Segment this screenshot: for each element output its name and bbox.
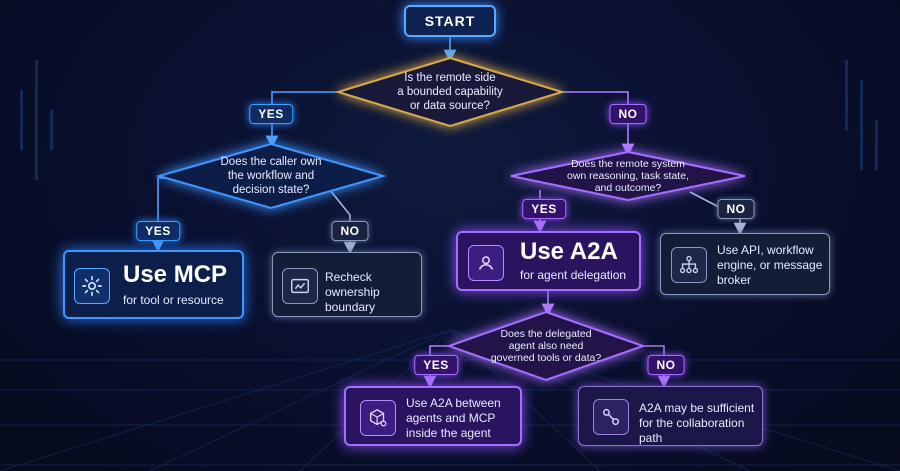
edge-root-yes	[265, 91, 340, 149]
decision-caller-line-3: decision state?	[232, 184, 310, 196]
api-line-1: Use API, workflow	[717, 243, 814, 257]
map-icon	[282, 268, 318, 304]
decision-root-line-2: a bounded capability	[397, 86, 503, 98]
api-line-3: broker	[717, 273, 752, 287]
decision-caller-line-2: the workflow and	[227, 170, 315, 182]
outcome-a2a-sufficient: A2A may be sufficient for the collaborat…	[578, 386, 763, 446]
decision-remote-line-1: Does the remote system	[571, 158, 685, 170]
a2a-title: Use A2A	[520, 238, 618, 265]
branch-root-yes: YES	[249, 104, 293, 124]
decision-remote-line-3: and outcome?	[594, 182, 662, 194]
recheck-line-1: Recheck ownership	[325, 270, 380, 299]
decision-root-line-1: Is the remote side	[404, 72, 496, 84]
decision-root-label: Is the remote side a bounded capability …	[397, 71, 503, 113]
decision-remote-line-2: own reasoning, task state,	[567, 170, 689, 182]
decision-root-line-3: or data source?	[410, 100, 490, 112]
branch-remote-yes: YES	[522, 199, 566, 219]
both-line-3: inside the agent	[406, 426, 491, 440]
decision-caller-shape	[155, 142, 387, 210]
decision-delegated-line-3: governed tools or data?	[490, 352, 602, 364]
decision-delegated-line-1: Does the delegated	[500, 328, 592, 340]
decision-delegated-line-2: agent also need	[508, 340, 584, 352]
branch-delegated-yes: YES	[414, 355, 458, 375]
hierarchy-icon	[671, 247, 707, 283]
decision-remote-shape	[510, 150, 746, 202]
branch-delegated-no: NO	[647, 355, 685, 375]
sufficient-line-1: A2A may be sufficient	[639, 401, 755, 415]
both-line-1: Use A2A between	[406, 396, 501, 410]
outcome-a2a-and-mcp: Use A2A between agents and MCP inside th…	[344, 386, 522, 446]
both-line-2: agents and MCP	[406, 411, 496, 425]
start-node: START	[404, 5, 496, 37]
branch-root-no: NO	[609, 104, 647, 124]
branch-remote-no: NO	[717, 199, 755, 219]
outcome-use-a2a: Use A2A for agent delegation	[456, 231, 641, 291]
sufficient-text: A2A may be sufficient for the collaborat…	[639, 401, 762, 446]
gear-icon	[74, 268, 110, 304]
edge-root-no	[560, 91, 635, 157]
recheck-text: Recheck ownership boundary	[325, 270, 421, 315]
recheck-line-2: boundary	[325, 300, 376, 314]
outcome-recheck-ownership: Recheck ownership boundary	[272, 252, 422, 317]
both-text: Use A2A between agents and MCP inside th…	[406, 396, 501, 441]
api-text: Use API, workflow engine, or message bro…	[717, 243, 822, 288]
decision-caller-line-1: Does the caller own	[220, 156, 322, 168]
decision-delegated-shape	[445, 310, 647, 382]
sufficient-line-2: for the collaboration path	[639, 416, 745, 445]
api-line-2: engine, or message	[717, 258, 823, 272]
decision-remote-label: Does the remote system own reasoning, ta…	[567, 158, 689, 194]
link-icon	[593, 399, 629, 435]
a2a-subtitle: for agent delegation	[520, 268, 627, 282]
decision-root-shape	[334, 56, 566, 128]
cube-gear-icon	[360, 400, 396, 436]
mcp-subtitle: for tool or resource	[123, 293, 224, 307]
outcome-use-api: Use API, workflow engine, or message bro…	[660, 233, 830, 295]
mcp-title: Use MCP	[123, 261, 228, 288]
decision-caller-label: Does the caller own the workflow and dec…	[221, 155, 322, 197]
branch-caller-no: NO	[331, 221, 369, 241]
branch-caller-yes: YES	[136, 221, 180, 241]
outcome-use-mcp: Use MCP for tool or resource	[63, 250, 244, 319]
decision-delegated-label: Does the delegated agent also need gover…	[491, 328, 601, 364]
agent-icon	[468, 245, 504, 281]
